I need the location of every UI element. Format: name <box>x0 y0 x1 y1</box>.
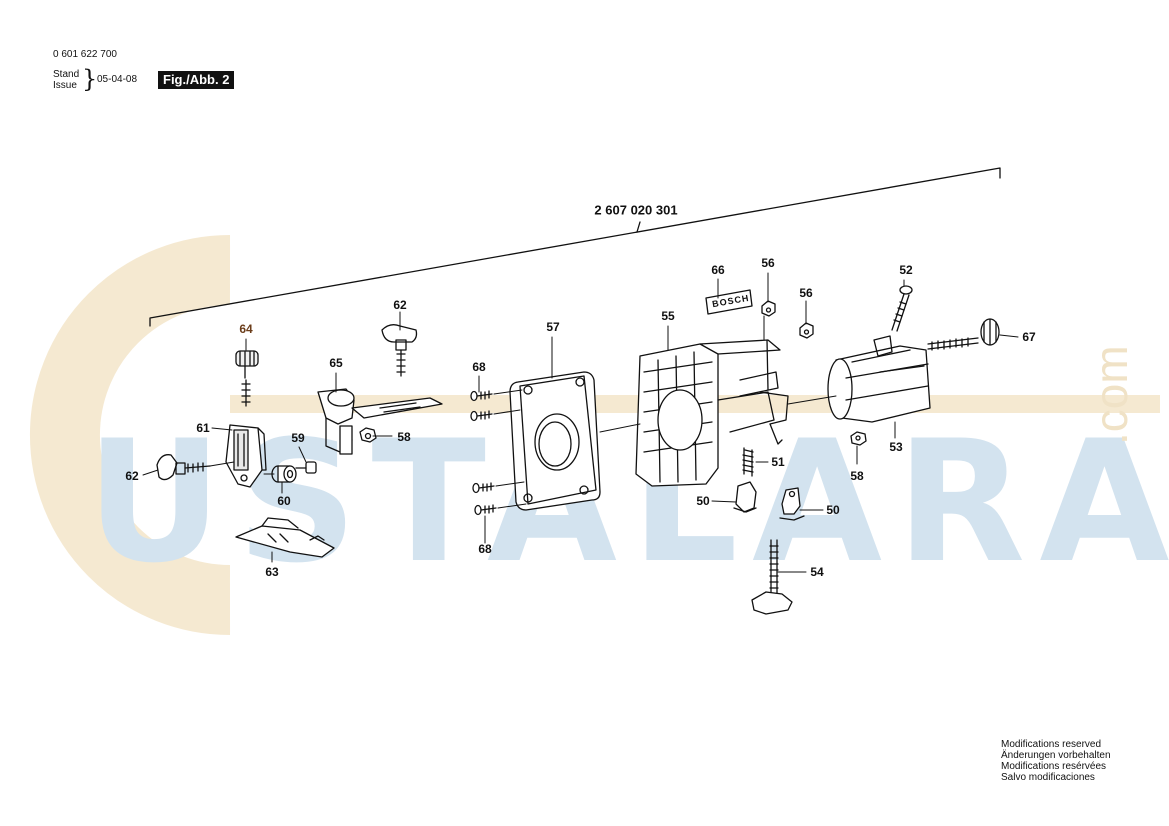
watermark-text: USTALARA <box>86 404 1169 600</box>
part-58-nut-left <box>359 427 377 443</box>
part-50-latches <box>733 481 805 521</box>
callout-60: 60 <box>277 494 291 508</box>
issue-label: Issue <box>53 80 77 91</box>
callout-50-left: 50 <box>696 494 710 508</box>
assembly-bracket <box>149 167 1001 327</box>
callout-64: 64 <box>239 322 253 336</box>
callout-68-bottom: 68 <box>478 542 492 556</box>
callout-53: 53 <box>889 440 903 454</box>
callout-62-left: 62 <box>125 469 139 483</box>
callout-51: 51 <box>771 455 785 469</box>
callout-59: 59 <box>291 431 305 445</box>
callout-61: 61 <box>196 421 210 435</box>
issue-date: 05-04-08 <box>97 74 138 85</box>
callout-68-top: 68 <box>472 360 486 374</box>
callout-54: 54 <box>810 565 824 579</box>
leader-lines <box>142 272 1019 573</box>
part-65-fence <box>317 388 443 455</box>
assembly-number: 2 607 020 301 <box>594 202 678 218</box>
callout-56-right: 56 <box>799 286 813 300</box>
part-64-knob <box>235 350 259 407</box>
part-62-wing-screw-left <box>156 454 211 481</box>
part-67-knob-screw <box>927 318 1000 351</box>
part-60-sleeve <box>271 465 297 483</box>
figure-label: Fig./Abb. 2 <box>158 71 235 89</box>
part-58-nut-right <box>850 431 867 446</box>
modifications-line-en: Modifications reserved <box>1001 739 1102 750</box>
callout-67: 67 <box>1022 330 1036 344</box>
stand-label: Stand <box>53 69 80 80</box>
part-57-adapter-plate <box>509 371 601 511</box>
modifications-line-fr: Modifications resérvées <box>1001 761 1107 772</box>
part-68-screws <box>470 390 497 516</box>
modifications-line-es: Salvo modificaciones <box>1001 772 1095 783</box>
callout-55: 55 <box>661 309 675 323</box>
modifications-note: Modifications reserved Änderungen vorbeh… <box>1001 739 1111 783</box>
part-63-base-slide <box>235 517 335 558</box>
callout-65: 65 <box>329 356 343 370</box>
part-61-guide <box>225 424 267 488</box>
part-62-wing-screw-top <box>381 324 418 377</box>
callout-62-top: 62 <box>393 298 407 312</box>
part-number: 0 601 622 700 <box>53 49 117 60</box>
callout-58-left: 58 <box>397 430 411 444</box>
part-56-nuts <box>761 300 814 339</box>
callout-63: 63 <box>265 565 279 579</box>
part-51-spring <box>742 447 754 477</box>
part-54-threaded-pin <box>751 539 793 615</box>
part-53-tube <box>827 335 931 423</box>
part-52-screw <box>891 285 913 332</box>
callout-50-right: 50 <box>826 503 840 517</box>
callout-56-left: 56 <box>761 256 775 270</box>
part-55-ribbed-base <box>635 339 789 487</box>
callout-66: 66 <box>711 263 725 277</box>
callout-58-right: 58 <box>850 469 864 483</box>
callout-52: 52 <box>899 263 913 277</box>
modifications-line-de: Änderungen vorbehalten <box>1001 750 1111 761</box>
part-59-screw <box>295 461 317 474</box>
callout-57: 57 <box>546 320 560 334</box>
brace-icon: } <box>82 65 98 93</box>
